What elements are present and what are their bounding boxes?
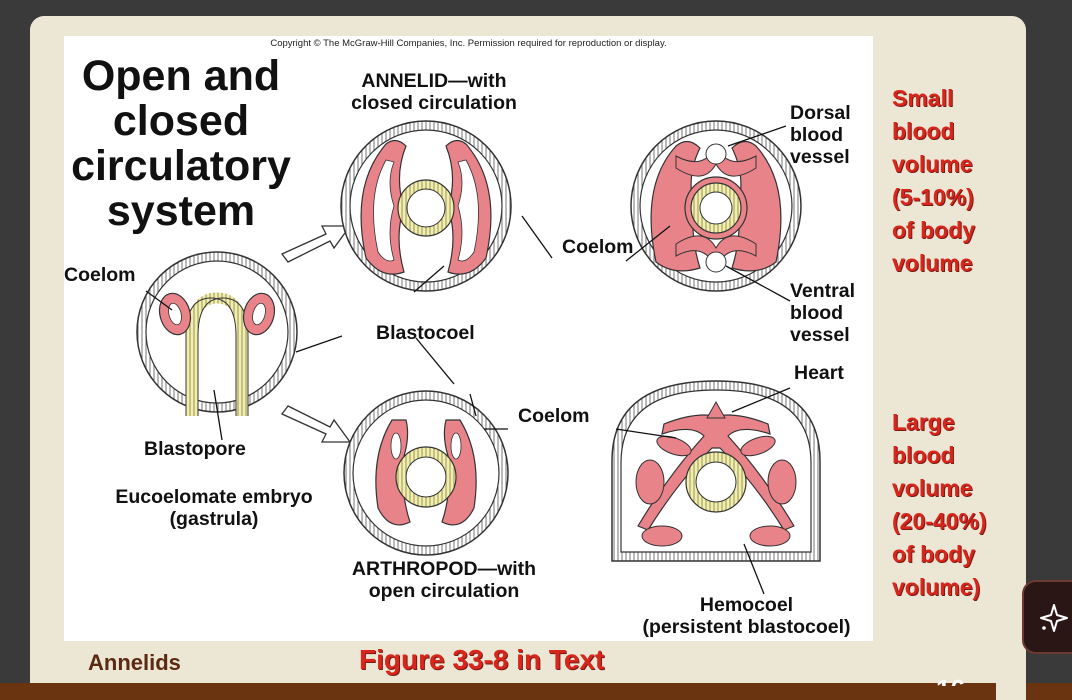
bottom-bar — [0, 683, 1072, 700]
title-line: circulatory — [71, 142, 291, 190]
leader-lines — [145, 125, 791, 595]
label-annelid-line: ANNELID—with — [361, 70, 507, 92]
annelid-section-2 — [630, 120, 802, 292]
label-hemocoel: Hemocoel (persistent blastocoel) — [624, 594, 869, 638]
side-note-line: blood — [892, 118, 955, 144]
figure-caption: Figure 33-8 in Text — [359, 644, 605, 675]
side-note-line: volume) — [892, 574, 981, 600]
side-note-line: of body — [892, 217, 976, 243]
label-coelom-gastrula: Coelom — [64, 264, 136, 286]
side-note-line: of body — [892, 541, 976, 567]
label-ventral-vessel: Ventral blood vessel — [790, 280, 855, 346]
label-arthropod-line: ARTHROPOD—with — [351, 558, 537, 580]
side-note-line: (20-40%) — [892, 508, 987, 534]
label-dorsal-line: blood — [790, 124, 844, 146]
arthropod-section-1 — [343, 390, 509, 556]
label-dorsal-line: vessel — [790, 146, 850, 168]
label-dorsal-vessel: Dorsal blood vessel — [790, 102, 851, 168]
assistant-button[interactable] — [1022, 580, 1072, 654]
side-note-line: blood — [892, 442, 955, 468]
side-note-line: volume — [892, 250, 973, 276]
label-blastocoel: Blastocoel — [376, 322, 475, 344]
label-eucoelomate: Eucoelomate embryo (gastrula) — [94, 486, 334, 530]
page-corner — [996, 680, 1026, 700]
label-ventral-line: blood — [790, 302, 844, 324]
side-note-line: Small — [892, 85, 954, 111]
annelid-section-1 — [340, 120, 512, 292]
slide: Copyright © The McGraw-Hill Companies, I… — [30, 16, 1026, 700]
label-ventral-line: vessel — [790, 324, 850, 346]
label-arthropod: ARTHROPOD—with open circulation — [324, 558, 564, 602]
side-note-line: volume — [892, 151, 973, 177]
figure-panel: Copyright © The McGraw-Hill Companies, I… — [64, 36, 873, 641]
label-coelom-annelid: Coelom — [562, 236, 634, 258]
arrow-up — [280, 225, 352, 263]
label-eucoelomate-line: (gastrula) — [169, 508, 259, 530]
arthropod-section-2 — [611, 380, 821, 562]
arrow-down — [280, 405, 352, 443]
label-blastopore: Blastopore — [144, 438, 246, 460]
label-arthropod-line: open circulation — [368, 580, 520, 602]
label-annelid: ANNELID—with closed circulation — [334, 70, 534, 114]
label-ventral-line: Ventral — [790, 280, 856, 302]
label-hemocoel-line: (persistent blastocoel) — [642, 616, 851, 638]
copyright-notice: Copyright © The McGraw-Hill Companies, I… — [270, 38, 667, 49]
side-note-line: Large — [892, 409, 955, 435]
page-number: 16 — [936, 672, 981, 686]
label-dorsal-line: Dorsal — [790, 102, 851, 124]
title-line: closed — [112, 97, 250, 145]
gastrula-embryo — [136, 251, 298, 416]
figure-title: Open and closed circulatory system — [66, 54, 296, 234]
sparkle-icon — [1040, 604, 1068, 632]
title-line: system — [106, 187, 256, 235]
title-line: Open and — [81, 52, 281, 100]
side-note-small-volume: Small blood volume (5-10%) of body volum… — [892, 82, 975, 280]
circulatory-diagram — [136, 120, 821, 595]
side-note-line: volume — [892, 475, 973, 501]
side-note-line: (5-10%) — [892, 184, 974, 210]
label-annelid-line: closed circulation — [351, 92, 517, 114]
label-coelom-arthropod: Coelom — [518, 405, 590, 427]
side-note-large-volume: Large blood volume (20-40%) of body volu… — [892, 406, 987, 604]
label-hemocoel-line: Hemocoel — [699, 594, 794, 616]
label-eucoelomate-line: Eucoelomate embryo — [115, 486, 313, 508]
label-heart: Heart — [794, 362, 844, 384]
section-label: Annelids — [88, 650, 181, 675]
